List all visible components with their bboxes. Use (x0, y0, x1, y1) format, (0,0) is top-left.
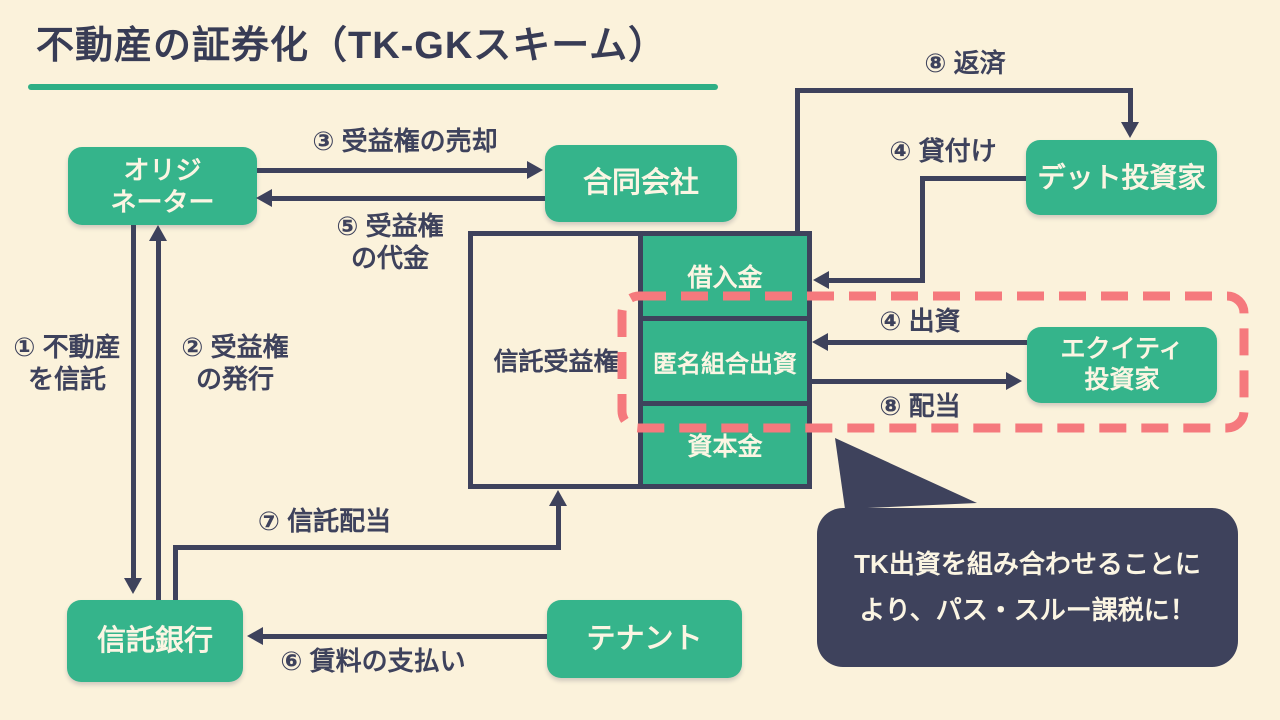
flow7-line-v1 (173, 545, 178, 600)
callout-text-line2: より、パス・スルー課税に！ (859, 594, 1196, 625)
flow2-label-line1: ② 受益権 (181, 332, 289, 362)
callout-tail (835, 438, 977, 509)
flow1-line-v (131, 225, 136, 580)
balance-sheet-loan-cell: 借入金 (638, 231, 812, 321)
node-debt-investor-label: デット投資家 (1037, 162, 1206, 193)
flow1-label-line1: ① 不動産 (13, 332, 121, 362)
flow5-label-line2: の代金 (350, 242, 429, 273)
flow8-dividend-label: ⑧ 配当 (879, 391, 961, 421)
flow8-repay-line-v2 (1128, 88, 1133, 124)
balance-sheet-asset-label: 信託受益権 (493, 348, 619, 376)
node-equity-investor-label-line1: エクイティ (1060, 334, 1184, 363)
tk-highlight-dashed-border (617, 291, 1249, 433)
flow8-dividend-line-h (810, 379, 1008, 384)
flow3-arrowhead (527, 161, 543, 179)
node-tenant-label: テナント (586, 622, 703, 655)
page-title: 不動産の証券化（TK-GKスキーム） (36, 25, 668, 67)
flow7-label: ⑦ 信託配当 (257, 506, 392, 536)
flow3-label: ③ 受益権の売却 (312, 126, 498, 156)
node-equity-investor: エクイティ 投資家 (1027, 327, 1217, 403)
flow6-line-h (263, 634, 547, 639)
flow8-repay-line-v1 (795, 88, 800, 235)
node-tenant: テナント (547, 600, 742, 678)
node-trust-bank: 信託銀行 (67, 600, 243, 682)
flow7-line-h (173, 545, 561, 550)
flow2-label: ② 受益権 の発行 (170, 332, 300, 395)
loan-cell-label: 借入金 (687, 264, 763, 292)
flow4-loan-line-h2 (829, 278, 925, 283)
node-gk: 合同会社 (545, 145, 737, 222)
flow8-repay-arrowhead (1121, 122, 1139, 138)
flow4-equity-arrowhead (812, 333, 828, 351)
flow5-arrowhead (256, 189, 272, 207)
node-trust-bank-label: 信託銀行 (96, 624, 213, 657)
capital-cell-label: 資本金 (687, 433, 763, 461)
flow4-loan-label: ④ 貸付け (889, 136, 997, 166)
flow2-label-line2: の発行 (195, 363, 274, 394)
flow4-equity-line-h (828, 340, 1027, 345)
flow6-label: ⑥ 賃料の支払い (280, 646, 466, 676)
node-gk-label: 合同会社 (582, 167, 699, 200)
flow1-label: ① 不動産 を信託 (2, 332, 132, 395)
balance-sheet-capital-cell: 資本金 (638, 401, 812, 489)
node-debt-investor: デット投資家 (1026, 140, 1217, 215)
flow4-loan-line-v (920, 176, 925, 283)
callout-bubble: TK出資を組み合わせることに より、パス・スルー課税に！ (817, 508, 1238, 667)
flow5-label: ⑤ 受益権 の代金 (290, 211, 490, 274)
flow7-line-v2 (556, 505, 561, 550)
flow4-loan-arrowhead (813, 271, 829, 289)
flow1-arrowhead (124, 578, 142, 594)
tk-cell-label: 匿名組合出資 (653, 350, 797, 378)
flow8-dividend-arrowhead (1006, 372, 1022, 390)
node-originator-label-line1: オリジ (123, 154, 202, 185)
flow8-repay-line-h (795, 88, 1133, 93)
flow3-line-h (257, 168, 529, 173)
flow2-arrowhead (149, 225, 167, 241)
flow6-arrowhead (247, 627, 263, 645)
flow7-arrowhead (549, 490, 567, 506)
flow1-label-line2: を信託 (27, 363, 106, 394)
callout-text-line1: TK出資を組み合わせることに (854, 549, 1201, 579)
flow8-repay-label: ⑧ 返済 (924, 48, 1006, 78)
flow4-equity-label: ④ 出資 (879, 306, 961, 336)
flow5-line-h (272, 196, 545, 201)
flow2-line-v (156, 240, 161, 600)
node-originator-label-line2: ネーター (110, 187, 215, 217)
title-underline (28, 84, 718, 90)
flow4-loan-line-h1 (920, 176, 1026, 181)
flow5-label-line1: ⑤ 受益権 (336, 211, 444, 241)
node-originator: オリジ ネーター (68, 147, 257, 225)
node-equity-investor-label-line2: 投資家 (1084, 366, 1160, 394)
